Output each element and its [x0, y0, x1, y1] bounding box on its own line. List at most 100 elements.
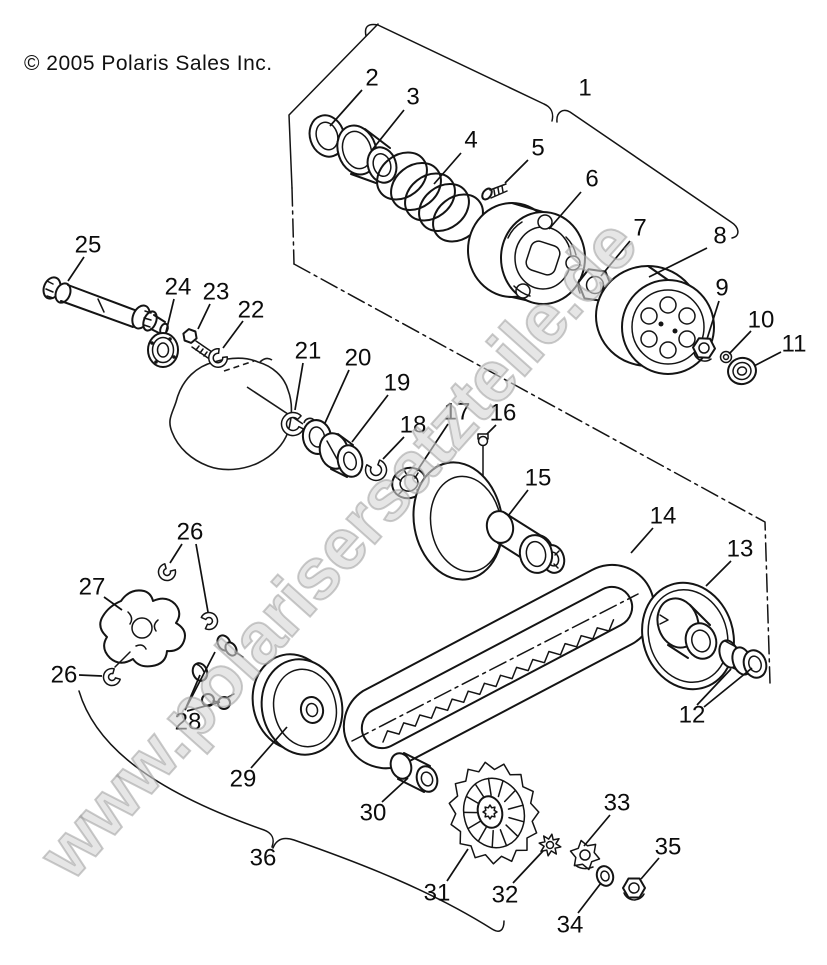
leader-line-14 [630, 527, 654, 554]
part-18-circlip [364, 459, 388, 482]
part-8-clutch-drum [595, 265, 715, 375]
part-9-nut [692, 337, 716, 362]
part-26-slider-right [200, 611, 219, 631]
leader-line-30 [381, 777, 409, 803]
callout-label-2: 2 [365, 65, 378, 92]
callout-label-30: 30 [360, 800, 387, 827]
callout-label-11: 11 [782, 331, 807, 358]
callout-label-24: 24 [165, 274, 192, 301]
leader-line-26 [195, 543, 209, 613]
callout-label-15: 15 [525, 465, 552, 492]
leader-line-26 [169, 543, 183, 564]
leader-line-25 [67, 256, 85, 282]
callout-label-13: 13 [727, 536, 754, 563]
callout-label-10: 10 [748, 307, 775, 334]
leader-line-16 [486, 424, 497, 435]
callout-label-18: 18 [400, 412, 427, 439]
leader-line-35 [640, 857, 660, 880]
leader-line-12 [703, 667, 753, 708]
leader-line-26 [78, 674, 103, 677]
callout-label-23: 23 [203, 279, 230, 306]
part-28-rollers [191, 634, 244, 710]
callout-label-1: 1 [578, 75, 591, 102]
assembly-outline [288, 23, 771, 684]
leader-line-7 [600, 240, 631, 277]
callout-label-26: 26 [177, 519, 204, 546]
part-14-belt [342, 563, 655, 770]
leader-line-8 [648, 247, 708, 278]
leader-line-9 [706, 300, 720, 340]
part-12-cap [718, 639, 768, 679]
callout-label-36: 36 [250, 845, 277, 872]
part-3-bushing [336, 124, 398, 184]
part-30-spacer [389, 752, 439, 793]
callout-label-3: 3 [406, 84, 419, 111]
callout-label-35: 35 [655, 834, 682, 861]
part-29-movable-sheave [251, 653, 344, 756]
leader-line-29 [250, 726, 288, 769]
callout-label-34: 34 [557, 912, 584, 939]
leader-line-34 [577, 882, 602, 914]
part-33-ratchet [569, 839, 601, 871]
leader-line-27 [103, 596, 123, 611]
leader-line-28 [184, 674, 201, 711]
leader-line-23 [197, 303, 211, 330]
leader-line-4 [433, 152, 462, 185]
part-10-washer [719, 350, 733, 364]
part-6-clutch-shoe-assembly [467, 202, 586, 305]
part-2-seal-upper [308, 114, 346, 158]
callout-label-21: 21 [295, 338, 322, 365]
part-27-spider [99, 589, 186, 668]
callout-label-6: 6 [585, 166, 598, 193]
leader-line-12 [696, 668, 732, 706]
part-21-circlip [280, 411, 305, 437]
part-11-bearing [727, 356, 757, 386]
leader-line-22 [222, 320, 244, 349]
leader-line-21 [294, 362, 304, 411]
part-23-bolt [182, 328, 213, 359]
callout-label-9: 9 [715, 275, 728, 302]
callout-label-14: 14 [650, 503, 677, 530]
leader-line-31 [446, 848, 469, 882]
callout-label-31: 31 [424, 880, 451, 907]
callout-label-29: 29 [230, 766, 257, 793]
callout-label-27: 27 [79, 574, 106, 601]
callout-label-25: 25 [75, 232, 102, 259]
leader-line-17 [416, 423, 449, 472]
leader-line-10 [728, 330, 752, 355]
part-32-star-washer [538, 833, 562, 857]
part-22-circlip [208, 348, 228, 368]
callout-label-17: 17 [444, 399, 471, 426]
leader-line-5 [504, 159, 529, 184]
callout-label-20: 20 [345, 345, 372, 372]
callout-label-4: 4 [464, 127, 477, 154]
callout-label-26: 26 [51, 662, 78, 689]
callout-label-5: 5 [531, 135, 544, 162]
leader-line-15 [507, 489, 529, 517]
part-25-shaft [42, 276, 169, 336]
leader-line-33 [583, 814, 611, 847]
callout-label-33: 33 [604, 790, 631, 817]
callout-label-22: 22 [238, 297, 265, 324]
leader-line-20 [324, 369, 350, 424]
callout-label-32: 32 [492, 882, 519, 909]
part-26-slider-bottom [102, 667, 121, 687]
leader-line-3 [371, 109, 405, 151]
callout-label-8: 8 [713, 223, 726, 250]
part-13-cover-ring [641, 581, 735, 691]
part-24-bearing [147, 332, 179, 368]
part-2-seal-lower [518, 534, 554, 574]
callout-label-16: 16 [490, 400, 517, 427]
part-31-fan-sheave [448, 761, 540, 865]
part-26-slider-top [157, 563, 177, 582]
part-5-screw [481, 183, 508, 201]
leader-line-28 [186, 701, 221, 712]
leader-line-32 [512, 850, 544, 884]
callout-label-19: 19 [384, 370, 411, 397]
assembly-bracket-1 [364, 23, 739, 239]
group-bracket-36 [78, 690, 505, 932]
leader-line-13 [705, 560, 732, 587]
leader-line-11 [753, 351, 782, 367]
leader-line-6 [548, 191, 582, 230]
